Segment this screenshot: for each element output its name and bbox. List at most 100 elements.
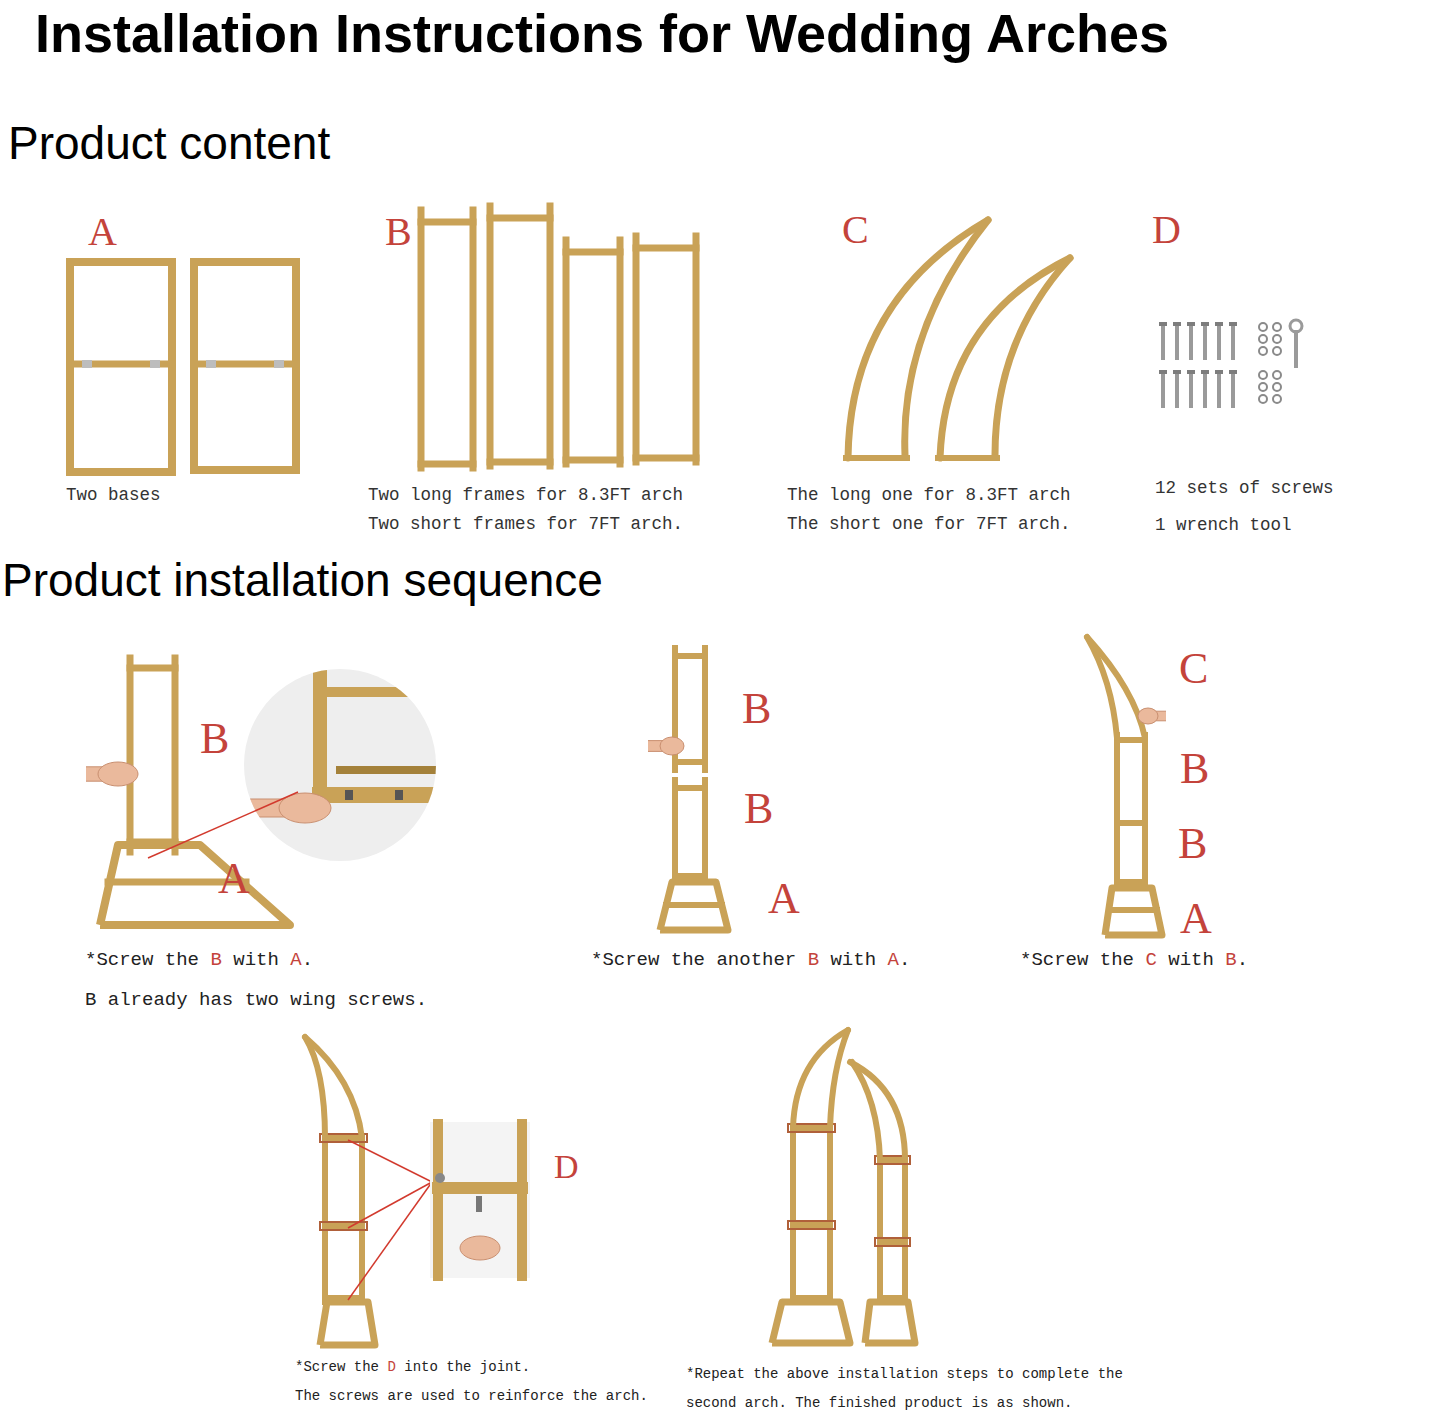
screw xyxy=(1231,374,1235,406)
arch-curve xyxy=(852,1062,880,1160)
frame-bar xyxy=(1142,735,1148,888)
part-description: The long one for 8.3FT arch xyxy=(787,486,1071,505)
screw xyxy=(1231,326,1235,358)
caption-fragment: . xyxy=(899,949,910,971)
frame-bar xyxy=(1110,907,1157,913)
bolt-plate xyxy=(82,360,92,368)
frame-bar xyxy=(1117,820,1145,826)
frame-bar xyxy=(490,459,550,466)
leader-line xyxy=(148,792,298,858)
frame-bar xyxy=(846,455,907,461)
wrench-head xyxy=(1290,320,1302,332)
joint-band xyxy=(875,1238,910,1246)
caption-fragment: with xyxy=(222,949,290,971)
base-frame xyxy=(865,1302,915,1343)
nut xyxy=(1273,395,1281,403)
screw-head xyxy=(1173,370,1181,374)
screw xyxy=(1203,326,1207,358)
bolt-plate xyxy=(150,360,160,368)
screw-head xyxy=(1229,322,1237,326)
callout-letter: A xyxy=(1180,895,1212,943)
frame-bar xyxy=(438,1182,522,1194)
step-three xyxy=(1087,637,1166,935)
caption-fragment: *Screw the xyxy=(295,1359,387,1375)
frame-bar xyxy=(433,1124,443,1276)
screw xyxy=(1189,374,1193,406)
frame-bar xyxy=(1114,735,1120,888)
nut xyxy=(1259,323,1267,331)
part-description: Two short frames for 7FT arch. xyxy=(368,515,683,534)
bolt xyxy=(476,1196,482,1212)
frame-bar xyxy=(421,219,473,226)
screw xyxy=(1217,374,1221,406)
frame-bar xyxy=(563,240,570,464)
step-caption: *Screw the D into the joint. xyxy=(295,1360,530,1375)
caption-fragment: *Repeat the above installation steps to … xyxy=(686,1366,1123,1411)
screw-head xyxy=(1215,370,1223,374)
caption-fragment: with xyxy=(819,949,887,971)
joint-band xyxy=(320,1222,367,1230)
frame-bar xyxy=(172,658,179,852)
callout-letter: D xyxy=(554,1148,579,1185)
frame-bar xyxy=(325,1135,362,1141)
caption-fragment: D xyxy=(387,1359,395,1375)
frame-bar xyxy=(693,236,700,462)
hand xyxy=(98,762,138,786)
base-frame xyxy=(660,882,728,930)
screw-head xyxy=(1215,322,1223,326)
section-heading: Product content xyxy=(8,118,330,169)
frame-bar xyxy=(666,902,722,908)
caption-fragment: with xyxy=(1157,949,1225,971)
screw xyxy=(1161,374,1165,406)
step-caption: *Repeat the above installation steps to … xyxy=(686,1360,1136,1411)
caption-fragment: A xyxy=(887,949,898,971)
bolt-plate xyxy=(206,360,216,368)
frame-bar xyxy=(636,245,696,252)
nut xyxy=(1273,371,1281,379)
frame-bar xyxy=(793,1222,830,1228)
part-description: Two long frames for 8.3FT arch xyxy=(368,486,683,505)
detail-content xyxy=(250,665,445,823)
caption-fragment: C xyxy=(1145,949,1156,971)
product-parts xyxy=(70,206,1302,472)
page-title: Installation Instructions for Wedding Ar… xyxy=(35,4,1169,63)
joint-band xyxy=(788,1221,835,1229)
screw-head xyxy=(1229,370,1237,374)
frame-bar xyxy=(130,839,175,846)
frame-bar xyxy=(517,1124,527,1276)
frame-bar xyxy=(547,206,554,466)
arch-curve xyxy=(793,1030,848,1128)
frame-bar xyxy=(566,457,620,464)
arch-curve xyxy=(305,1037,362,1138)
screw-head xyxy=(1159,322,1167,326)
frame-bar xyxy=(70,361,172,368)
frame-bar xyxy=(675,873,705,879)
frame-bar xyxy=(490,215,550,222)
part-description: 1 wrench tool xyxy=(1155,516,1292,535)
caption-fragment: B xyxy=(1225,949,1236,971)
nut xyxy=(1273,347,1281,355)
section-heading: Product installation sequence xyxy=(2,555,603,606)
arch-curve xyxy=(848,220,988,458)
frame-bar xyxy=(1117,879,1145,885)
frame-bar xyxy=(566,249,620,256)
frame-bar xyxy=(675,759,705,765)
base-frame xyxy=(70,262,172,472)
frame-bar xyxy=(877,1160,883,1302)
frame-bar xyxy=(1117,737,1145,743)
detail-inset xyxy=(430,1122,530,1278)
callout-letter: C xyxy=(1179,645,1208,693)
caption-fragment: *Screw the xyxy=(1020,949,1145,971)
frame-bar xyxy=(880,1157,905,1163)
nut xyxy=(1259,335,1267,343)
caption-fragment: *Screw the another xyxy=(591,949,808,971)
step-two xyxy=(648,648,728,930)
part-letter: C xyxy=(842,208,869,252)
step-caption: *Screw the C with B. xyxy=(1020,950,1248,971)
frame-bar xyxy=(880,1239,905,1245)
part-description: The short one for 7FT arch. xyxy=(787,515,1071,534)
screw xyxy=(1175,374,1179,406)
callout-letter: B xyxy=(1180,745,1209,793)
caption-fragment: into the joint. xyxy=(396,1359,530,1375)
frame-bar xyxy=(675,653,705,659)
